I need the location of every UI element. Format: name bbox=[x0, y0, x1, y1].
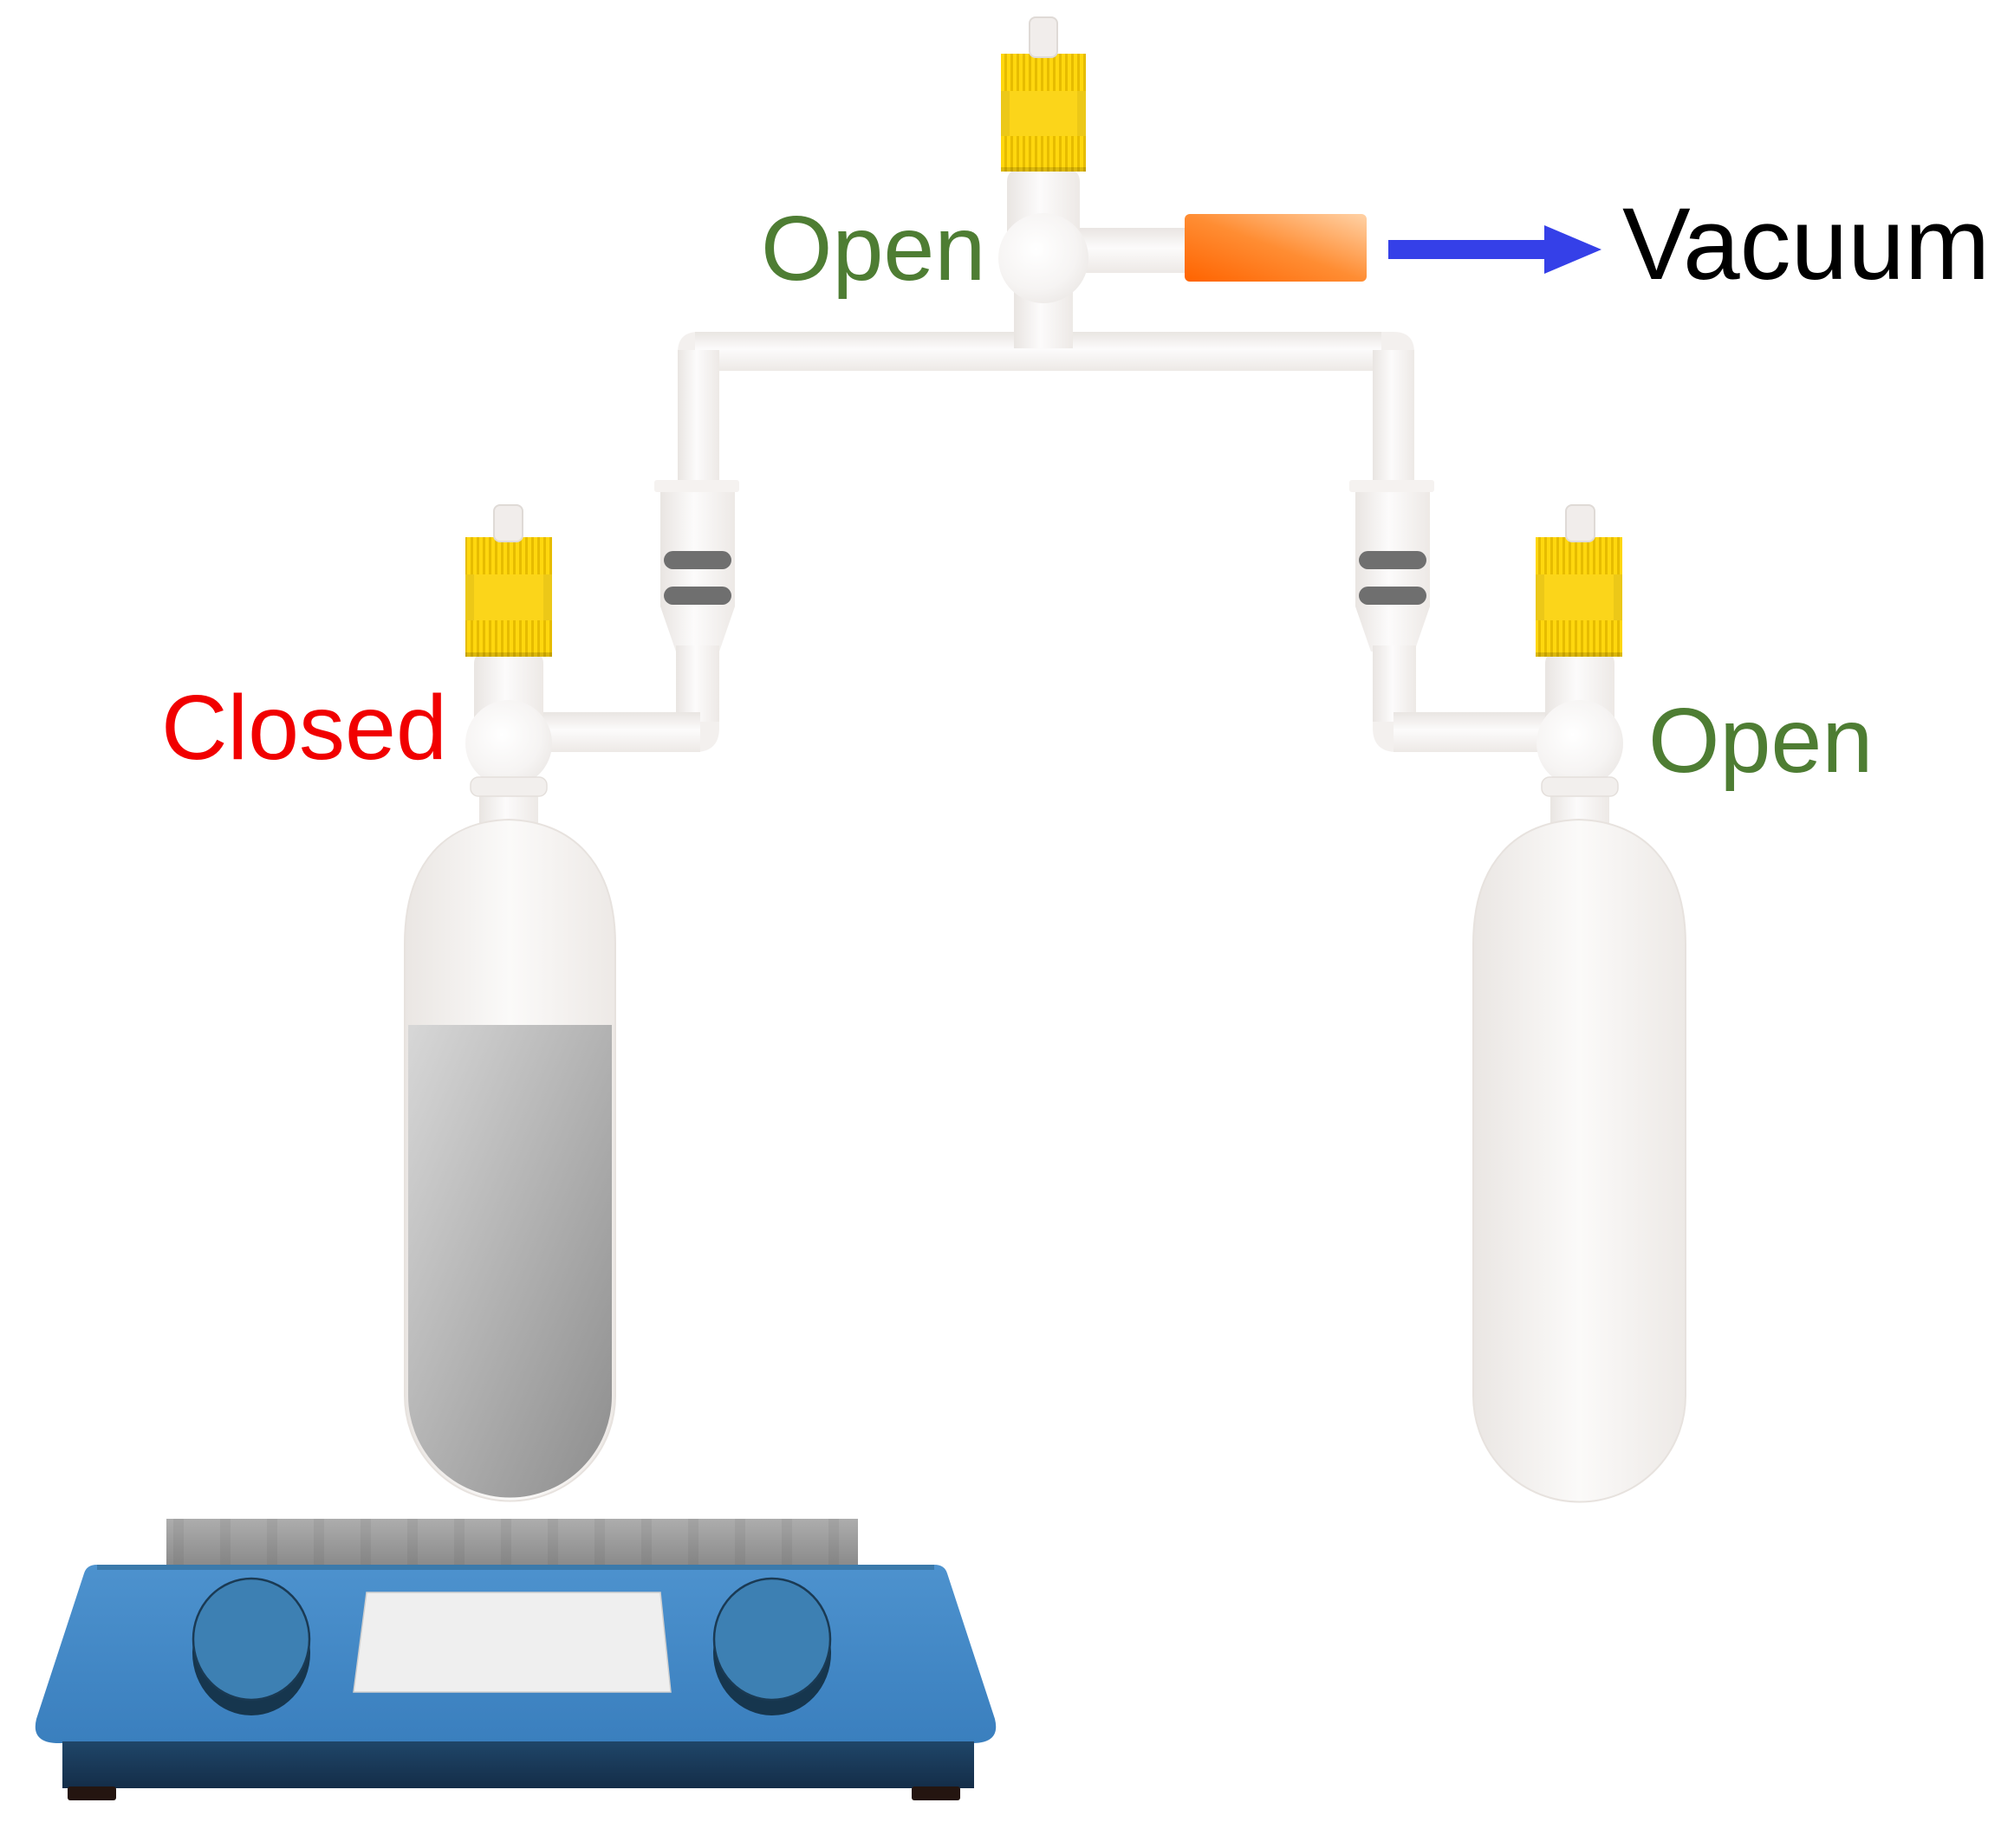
manifold-tube bbox=[678, 332, 1414, 485]
right-connector-arm bbox=[1373, 645, 1560, 752]
right-flask bbox=[1472, 818, 1686, 1503]
vacuum-label: Vacuum bbox=[1622, 187, 1991, 302]
left-valve-ball bbox=[465, 700, 552, 787]
left-neck-collar bbox=[470, 776, 548, 797]
vacuum-hose-adapter bbox=[1185, 214, 1367, 282]
right-joint-band-lower bbox=[1359, 587, 1426, 605]
right-valve-cap bbox=[1536, 537, 1622, 657]
heat-knob bbox=[712, 1577, 832, 1702]
left-joint bbox=[654, 480, 739, 652]
left-flask-assembly bbox=[404, 504, 616, 1502]
left-connector-arm bbox=[530, 645, 719, 752]
vacuum-arrow bbox=[1388, 225, 1601, 274]
right-joint-band-upper bbox=[1359, 551, 1426, 569]
hotplate-base bbox=[62, 1741, 974, 1788]
right-valve-ball bbox=[1536, 700, 1623, 787]
right-joint bbox=[1349, 480, 1434, 652]
hotplate-stirrer bbox=[35, 1519, 997, 1800]
stir-knob bbox=[192, 1577, 311, 1702]
vacuum-valve bbox=[998, 16, 1189, 348]
left-joint-band-lower bbox=[664, 587, 731, 605]
left-valve-tip bbox=[493, 504, 523, 542]
right-flask-assembly bbox=[1472, 504, 1686, 1503]
left-valve-state-label: Closed bbox=[161, 677, 447, 779]
left-joint-band-upper bbox=[664, 551, 731, 569]
left-flask-liquid bbox=[408, 1025, 612, 1498]
vacuum-valve-ball bbox=[998, 213, 1088, 303]
right-valve-state-label: Open bbox=[1648, 690, 1874, 792]
left-valve-cap bbox=[465, 537, 552, 657]
right-neck-collar bbox=[1541, 776, 1619, 797]
vacuum-valve-tip bbox=[1029, 16, 1058, 58]
hotplate-foot-left bbox=[68, 1786, 116, 1800]
hotplate-display bbox=[353, 1592, 672, 1693]
top-valve-state-label: Open bbox=[761, 198, 986, 300]
right-valve-tip bbox=[1565, 504, 1595, 542]
hotplate-foot-right bbox=[912, 1786, 960, 1800]
vacuum-valve-cap bbox=[1001, 54, 1086, 172]
